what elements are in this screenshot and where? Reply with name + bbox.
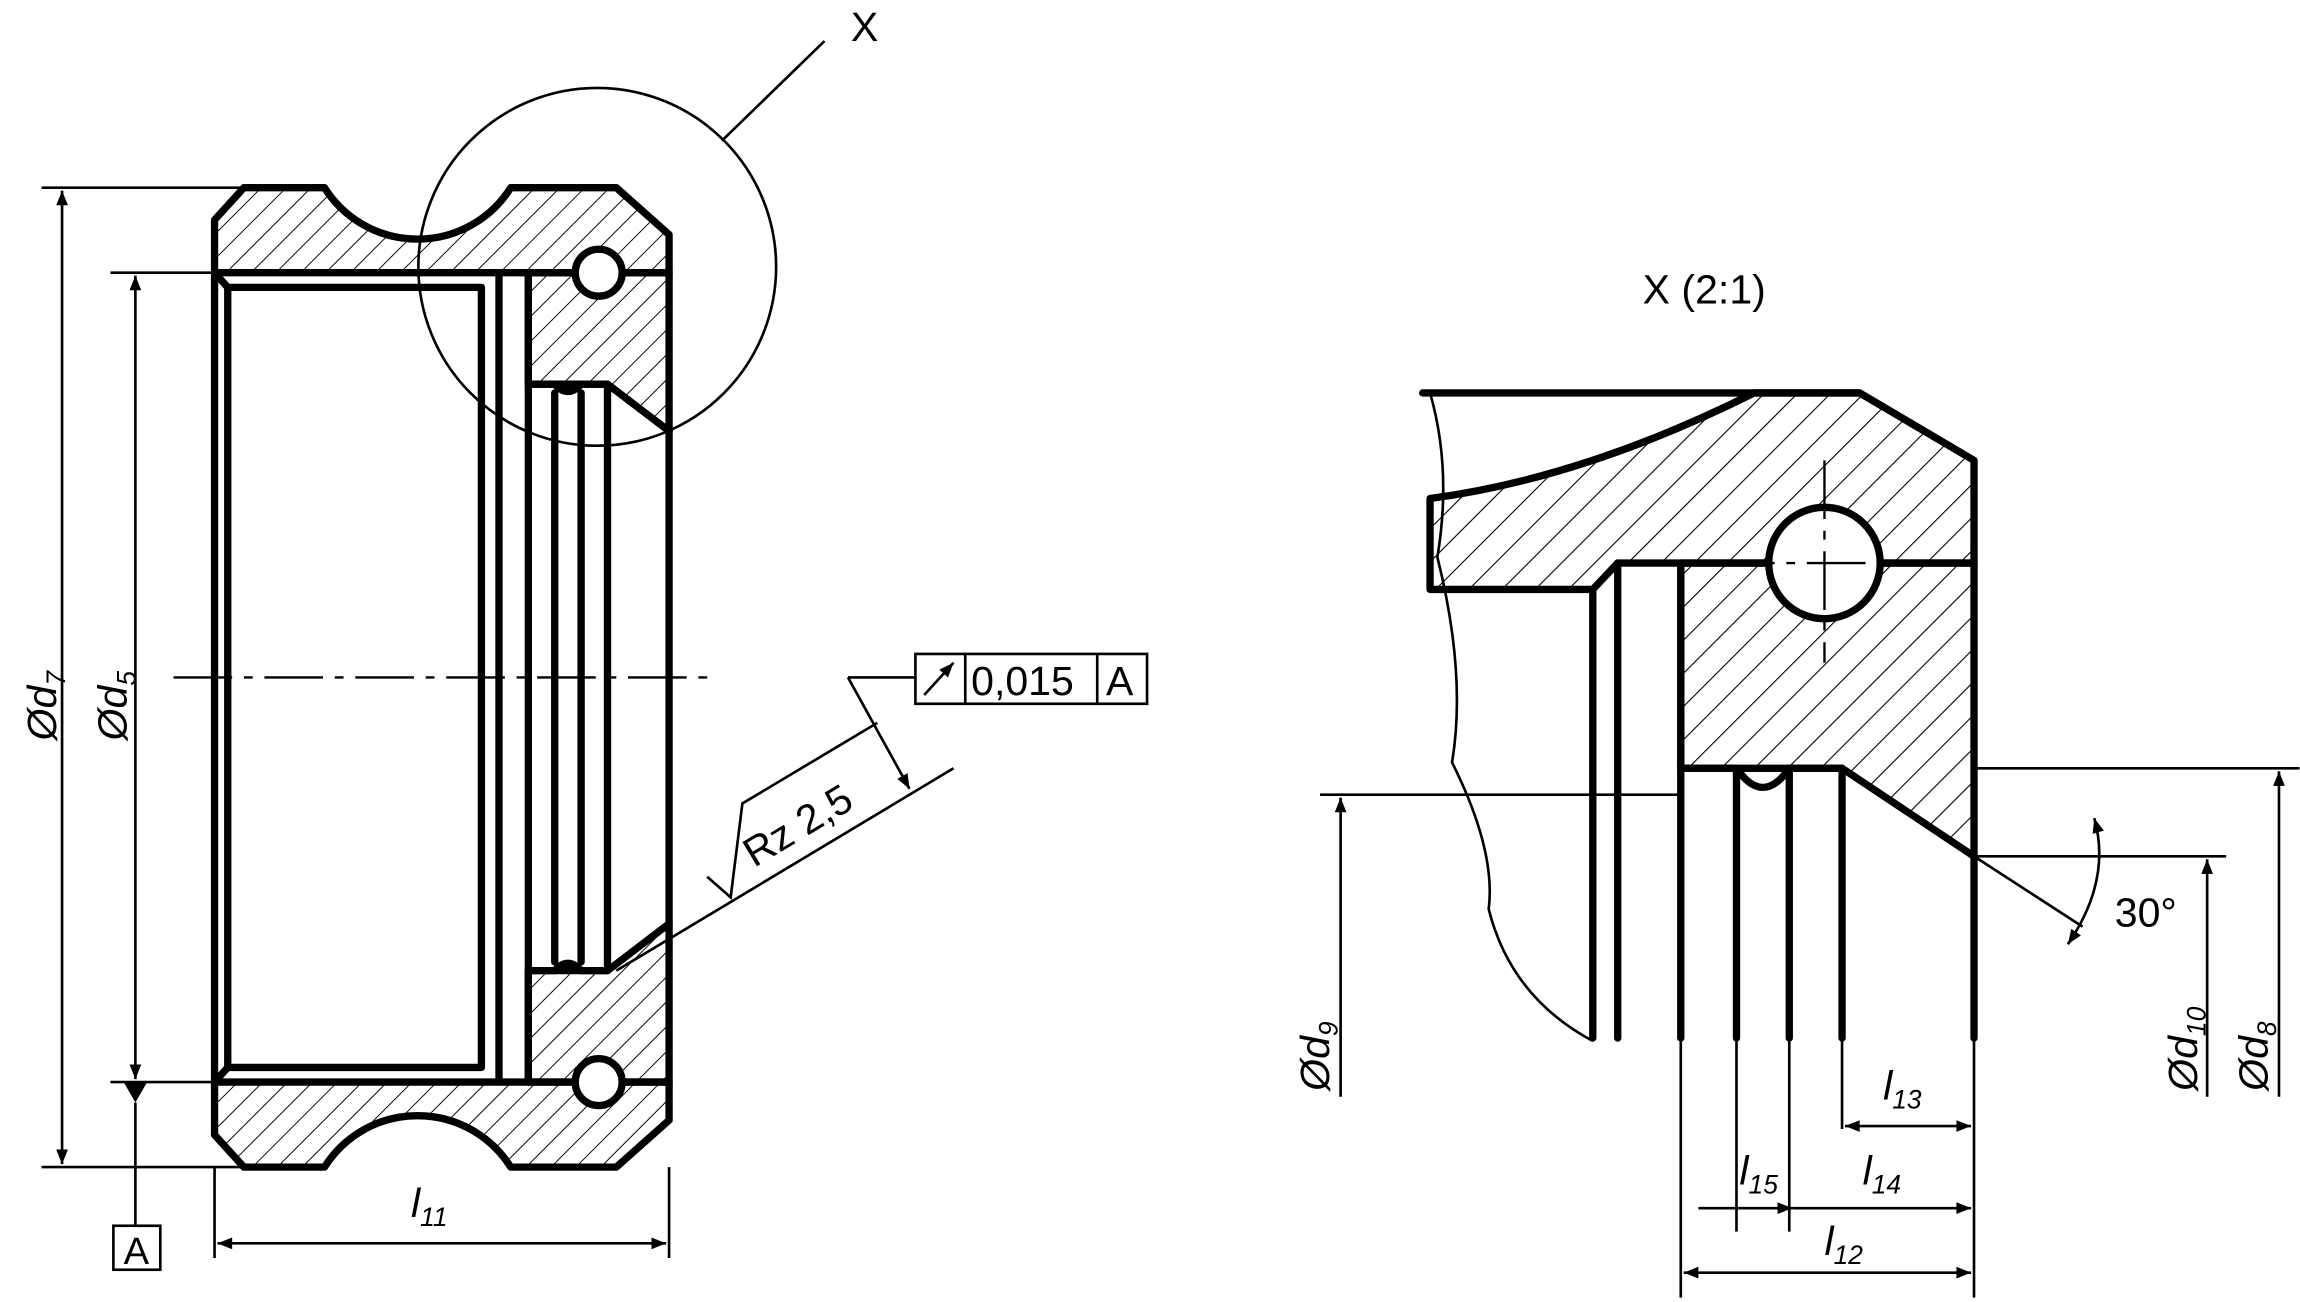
dim-label-d7: Ød7 [19,670,71,743]
datum-letter: A [124,1230,150,1273]
dim-label-l13: l13 [1883,1063,1922,1115]
dim-label-l11: l11 [411,1180,448,1232]
break-line [1428,392,1594,1043]
detail-view: X (2:1) 30° Ød9 [1292,267,2300,1298]
dim-label-d9: Ød9 [1292,1021,1344,1093]
tolerance-value: 0,015 [971,658,1074,704]
dim-label-d5: Ød5 [90,671,142,743]
top-hole [571,245,626,300]
angle-label: 30° [2115,890,2177,936]
datum-box [112,1224,162,1272]
runout-arrow-icon [923,661,955,696]
dim-label-l14: l14 [1863,1148,1901,1200]
detail-circle [417,86,778,448]
dim-label-l12: l12 [1824,1218,1863,1270]
dim-label-d8: Ød8 [2230,1021,2282,1093]
dim-label-d10: Ød10 [2160,1006,2212,1092]
section-view: X Ød7 Ød5 A l11 Rz 2,5 [19,4,1149,1273]
tolerance-datum: A [1106,658,1134,704]
datum-triangle [123,1082,148,1103]
bottom-section-band [210,1078,673,1171]
feature-control-frame: 0,015 A [914,652,1149,706]
top-section-band [210,184,673,277]
bottom-hole [571,1054,626,1110]
detail-title: X (2:1) [1643,267,1766,313]
dim-label-l15: l15 [1739,1148,1778,1200]
detail-marker: X [851,4,878,50]
